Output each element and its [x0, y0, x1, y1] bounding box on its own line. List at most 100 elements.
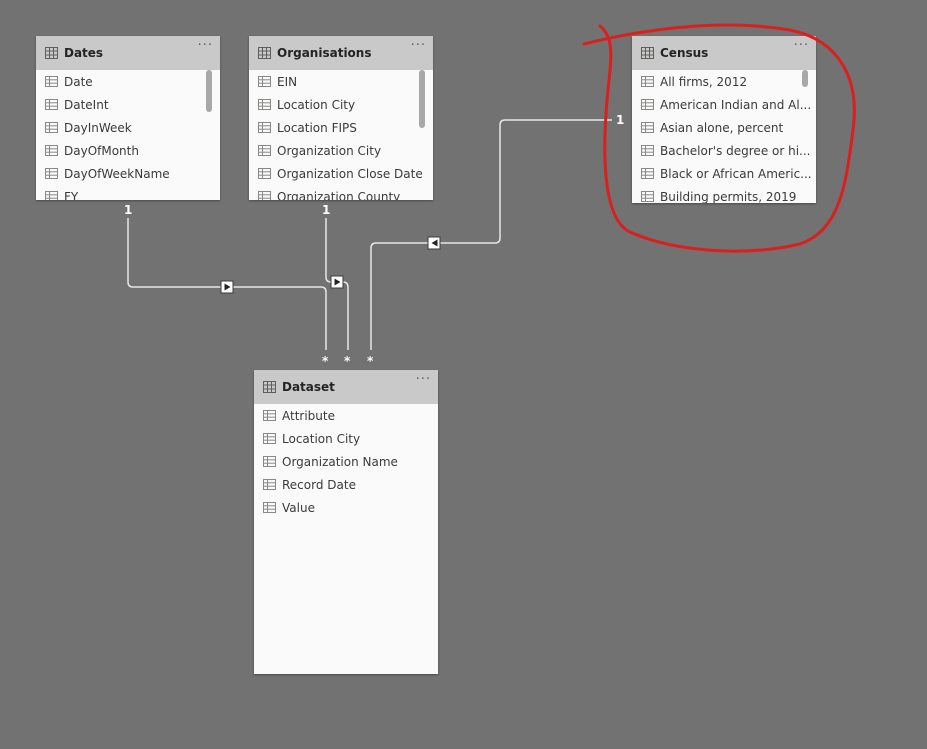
field-icon: [641, 168, 654, 179]
field-label: Date: [64, 74, 93, 89]
field-icon: [641, 122, 654, 133]
field-item[interactable]: Organization County: [249, 185, 433, 200]
field-icon: [258, 168, 271, 179]
field-icon: [263, 433, 276, 444]
field-item[interactable]: Black or African Americ...: [632, 162, 816, 185]
table-icon: [641, 47, 654, 59]
field-item[interactable]: DayOfWeekName: [36, 162, 220, 185]
field-label: Organization County: [277, 189, 401, 201]
field-item[interactable]: Asian alone, percent: [632, 116, 816, 139]
cardinality-many-label: *: [322, 354, 329, 368]
field-icon: [258, 191, 271, 200]
field-item[interactable]: DayInWeek: [36, 116, 220, 139]
scrollbar[interactable]: [802, 70, 808, 87]
scrollbar[interactable]: [206, 70, 212, 112]
field-icon: [45, 168, 58, 179]
field-label: Organization City: [277, 143, 382, 158]
organisations-table-header[interactable]: Organisations ···: [249, 36, 433, 70]
field-item[interactable]: DayOfMonth: [36, 139, 220, 162]
relationship-line-organisations: [325, 218, 349, 350]
dates-table-title: Dates: [64, 46, 104, 60]
field-icon: [45, 191, 58, 200]
dataset-table[interactable]: Dataset ··· Attribute Location City Orga…: [254, 370, 438, 674]
field-label: All firms, 2012: [660, 74, 748, 89]
cardinality-one-label: 1: [616, 113, 624, 127]
organisations-table-title: Organisations: [277, 46, 372, 60]
field-icon: [45, 76, 58, 87]
dataset-field-list[interactable]: Attribute Location City Organization Nam…: [254, 404, 438, 674]
arrow-right-icon: [220, 280, 234, 294]
field-icon: [263, 479, 276, 490]
field-item[interactable]: Bachelor's degree or hi...: [632, 139, 816, 162]
field-icon: [641, 99, 654, 110]
organisations-field-list[interactable]: EIN Location City Location FIPS Organiza…: [249, 70, 433, 200]
field-label: Bachelor's degree or hi...: [660, 143, 811, 158]
field-icon: [641, 191, 654, 202]
dates-table[interactable]: Dates ··· Date DateInt DayInWeek DayOfMo…: [36, 36, 220, 200]
field-label: Black or African Americ...: [660, 166, 812, 181]
field-item[interactable]: Organization City: [249, 139, 433, 162]
field-item[interactable]: Date: [36, 70, 220, 93]
cardinality-many-label: *: [367, 354, 374, 368]
field-item[interactable]: American Indian and Al...: [632, 93, 816, 116]
field-label: Organization Close Date: [277, 166, 423, 181]
census-field-list[interactable]: All firms, 2012 American Indian and Al..…: [632, 70, 816, 203]
field-icon: [263, 456, 276, 467]
field-label: DayOfWeekName: [64, 166, 170, 181]
table-icon: [263, 381, 276, 393]
relationship-line-dates: [127, 218, 327, 350]
field-icon: [258, 145, 271, 156]
field-icon: [263, 410, 276, 421]
field-item[interactable]: Location FIPS: [249, 116, 433, 139]
field-label: DayInWeek: [64, 120, 132, 135]
census-table-title: Census: [660, 46, 709, 60]
field-item[interactable]: DateInt: [36, 93, 220, 116]
more-options-icon[interactable]: ···: [415, 372, 431, 387]
field-item[interactable]: Location City: [254, 427, 438, 450]
field-icon: [263, 502, 276, 513]
cardinality-many-label: *: [344, 354, 351, 368]
field-item[interactable]: All firms, 2012: [632, 70, 816, 93]
census-table-header[interactable]: Census ···: [632, 36, 816, 70]
more-options-icon[interactable]: ···: [410, 38, 426, 53]
more-options-icon[interactable]: ···: [197, 38, 213, 53]
field-label: Record Date: [282, 477, 356, 492]
field-label: FY: [64, 189, 79, 201]
dates-table-header[interactable]: Dates ···: [36, 36, 220, 70]
field-icon: [45, 145, 58, 156]
field-icon: [258, 99, 271, 110]
field-label: American Indian and Al...: [660, 97, 812, 112]
field-label: Location City: [277, 97, 356, 112]
organisations-table[interactable]: Organisations ··· EIN Location City Loca…: [249, 36, 433, 200]
field-icon: [641, 76, 654, 87]
field-label: Value: [282, 500, 315, 515]
field-label: Location City: [282, 431, 361, 446]
field-icon: [641, 145, 654, 156]
field-icon: [258, 76, 271, 87]
arrow-right-icon: [330, 275, 344, 289]
field-item[interactable]: Location City: [249, 93, 433, 116]
field-label: DateInt: [64, 97, 109, 112]
field-item[interactable]: Organization Close Date: [249, 162, 433, 185]
field-item[interactable]: Record Date: [254, 473, 438, 496]
field-icon: [45, 122, 58, 133]
more-options-icon[interactable]: ···: [793, 38, 809, 53]
field-item[interactable]: Building permits, 2019: [632, 185, 816, 203]
field-item[interactable]: Organization Name: [254, 450, 438, 473]
scrollbar[interactable]: [419, 70, 425, 128]
field-item[interactable]: EIN: [249, 70, 433, 93]
dataset-table-title: Dataset: [282, 380, 335, 394]
field-label: EIN: [277, 74, 298, 89]
field-icon: [45, 99, 58, 110]
field-item[interactable]: Attribute: [254, 404, 438, 427]
cardinality-one-label: 1: [124, 203, 132, 217]
census-table[interactable]: Census ··· All firms, 2012 American Indi…: [632, 36, 816, 203]
arrow-left-icon: [427, 236, 441, 250]
field-label: Asian alone, percent: [660, 120, 784, 135]
dates-field-list[interactable]: Date DateInt DayInWeek DayOfMonth DayOfW…: [36, 70, 220, 200]
field-label: Attribute: [282, 408, 335, 423]
dataset-table-header[interactable]: Dataset ···: [254, 370, 438, 404]
field-item[interactable]: Value: [254, 496, 438, 519]
field-label: DayOfMonth: [64, 143, 139, 158]
field-item[interactable]: FY: [36, 185, 220, 200]
